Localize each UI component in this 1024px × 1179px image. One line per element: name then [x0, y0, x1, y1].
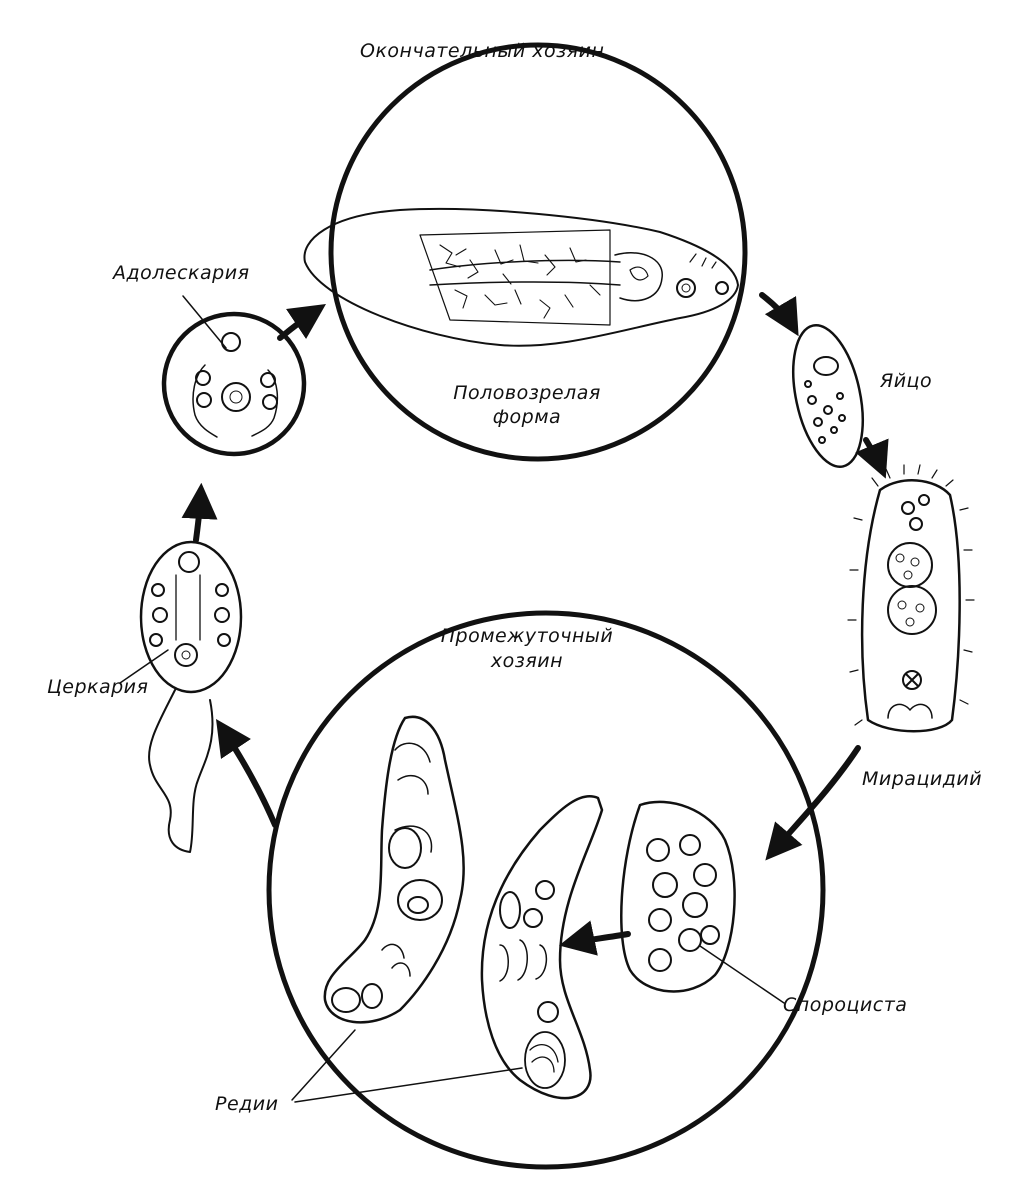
- intermediate-host-title-line1: Промежуточный: [440, 625, 614, 647]
- definitive-host-title: Окончательный хозяин: [360, 40, 605, 62]
- adolescaria-drawing: [161, 311, 307, 457]
- redia-label: Редии: [215, 1093, 279, 1115]
- adolescaria-label: Адолескария: [113, 262, 250, 284]
- intermediate-host-circle: [266, 610, 826, 1170]
- miracidium-label: Мирацидий: [862, 768, 983, 790]
- egg-label: Яйцо: [880, 370, 933, 392]
- definitive-host-circle: [328, 42, 748, 462]
- adult-stage-label-line2: форма: [492, 406, 562, 428]
- intermediate-host-title-line2: хозяин: [490, 650, 564, 672]
- cercaria-label: Церкария: [47, 676, 149, 698]
- miracidium-drawing: [847, 464, 975, 733]
- label-leader-lines: [119, 295, 785, 1103]
- redia-drawing-left: [323, 715, 465, 1024]
- sporocyst-label: Спороциста: [783, 994, 908, 1016]
- redia-drawing-middle: [480, 795, 604, 1100]
- sporocyst-drawing: [620, 800, 736, 993]
- adult-fluke-drawing: [303, 207, 739, 347]
- egg-drawing: [792, 324, 864, 468]
- cercaria-drawing: [139, 540, 243, 853]
- adult-stage-label-line1: Половозрелая: [453, 382, 601, 404]
- cycle-arrows: [181, 292, 889, 956]
